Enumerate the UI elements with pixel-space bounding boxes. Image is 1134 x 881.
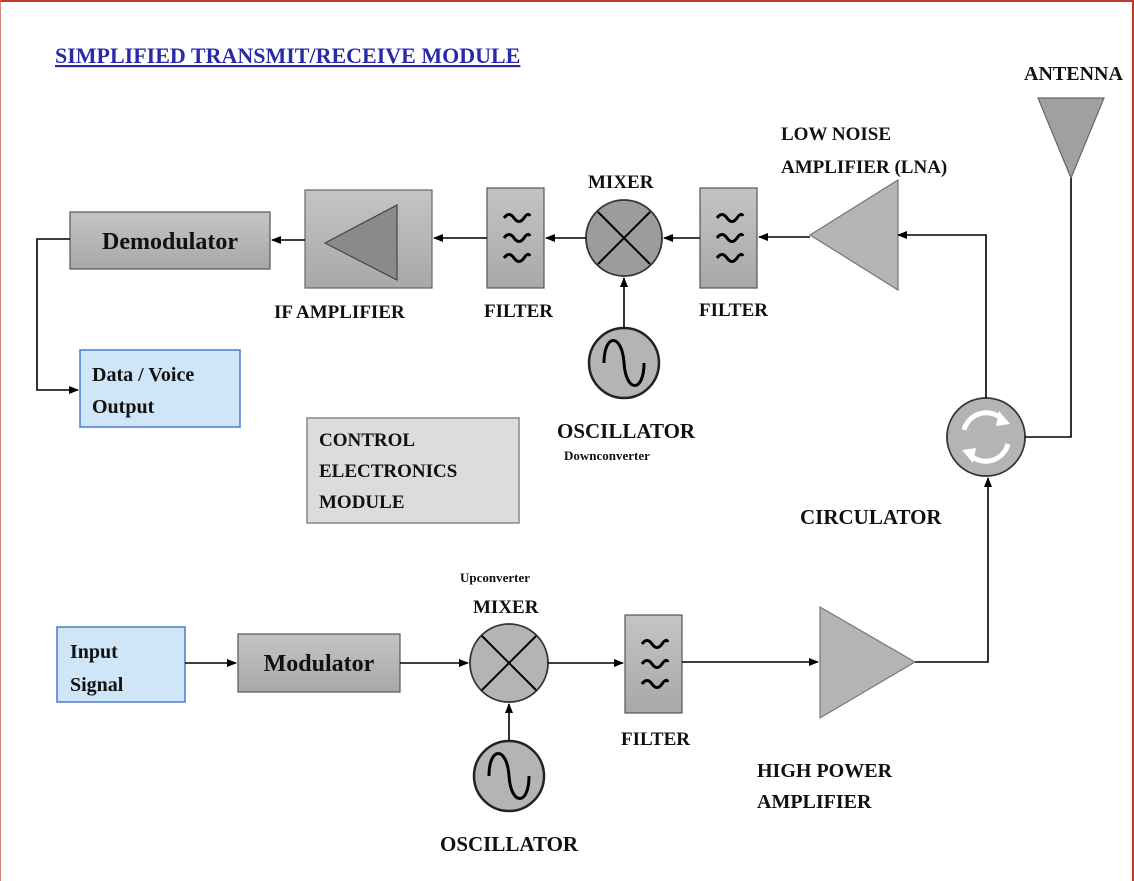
tx-mixer bbox=[469, 623, 549, 703]
signal-wires bbox=[36, 178, 1072, 741]
rx-filter-left-label: FILTER bbox=[484, 301, 553, 322]
modulator-label: Modulator bbox=[264, 651, 375, 677]
rx-filter-right bbox=[699, 187, 758, 289]
control-label-line3: MODULE bbox=[319, 492, 405, 513]
tx-oscillator bbox=[472, 739, 546, 813]
sine-wave-icon bbox=[602, 339, 646, 387]
tx-mixer-label: MIXER bbox=[473, 597, 539, 618]
control-label-line1: CONTROL bbox=[319, 430, 415, 451]
demodulator-block: Demodulator bbox=[69, 211, 271, 270]
hpa-label-line2: AMPLIFIER bbox=[757, 791, 872, 813]
antenna-triangle-icon bbox=[1037, 97, 1105, 180]
tx-oscillator-label: OSCILLATOR bbox=[440, 832, 579, 856]
control-label-line2: ELECTRONICS bbox=[319, 461, 457, 482]
high-power-amplifier bbox=[819, 605, 917, 720]
amplifier-triangle-icon bbox=[323, 204, 398, 281]
lna-amplifier-triangle-icon bbox=[808, 178, 899, 292]
input-signal-label-line2: Signal bbox=[70, 674, 124, 696]
rx-filter-left bbox=[486, 187, 545, 289]
if-amplifier-label: IF AMPLIFIER bbox=[274, 302, 405, 323]
data-voice-label-line1: Data / Voice bbox=[92, 364, 194, 386]
rx-filter-right-label: FILTER bbox=[699, 300, 768, 321]
rx-mixer bbox=[585, 199, 663, 277]
demodulator-label: Demodulator bbox=[102, 229, 238, 255]
rx-oscillator-label: OSCILLATOR bbox=[557, 419, 696, 443]
sine-wave-icon bbox=[487, 752, 531, 800]
data-voice-label-line2: Output bbox=[92, 396, 155, 418]
input-signal-block: Input Signal bbox=[56, 626, 186, 703]
if-amplifier bbox=[304, 189, 433, 289]
tx-filter-label: FILTER bbox=[621, 729, 690, 750]
hpa-label-line1: HIGH POWER bbox=[757, 760, 893, 782]
antenna-label: ANTENNA bbox=[1024, 63, 1123, 85]
rx-mixer-label: MIXER bbox=[588, 172, 654, 193]
lna-label-line1: LOW NOISE bbox=[781, 124, 891, 145]
antenna bbox=[1037, 97, 1105, 180]
circulator bbox=[946, 397, 1026, 477]
tx-filter bbox=[624, 614, 683, 714]
control-electronics-block: CONTROL ELECTRONICS MODULE bbox=[306, 417, 520, 524]
rx-oscillator bbox=[587, 326, 661, 400]
amplifier-triangle-icon bbox=[819, 605, 917, 720]
mixer-cross-icon bbox=[481, 635, 537, 691]
upconverter-label: Upconverter bbox=[460, 570, 530, 585]
circulator-label: CIRCULATOR bbox=[800, 505, 942, 529]
modulator-block: Modulator bbox=[237, 633, 401, 693]
downconverter-label: Downconverter bbox=[564, 448, 650, 463]
input-signal-label-line1: Input bbox=[70, 641, 118, 663]
mixer-cross-icon bbox=[597, 211, 651, 265]
page-title: SIMPLIFIED TRANSMIT/RECEIVE MODULE bbox=[55, 43, 520, 68]
lna-label-line2: AMPLIFIER (LNA) bbox=[781, 157, 947, 178]
circulator-arrows-icon bbox=[961, 410, 1011, 464]
data-voice-output-block: Data / Voice Output bbox=[79, 349, 241, 428]
